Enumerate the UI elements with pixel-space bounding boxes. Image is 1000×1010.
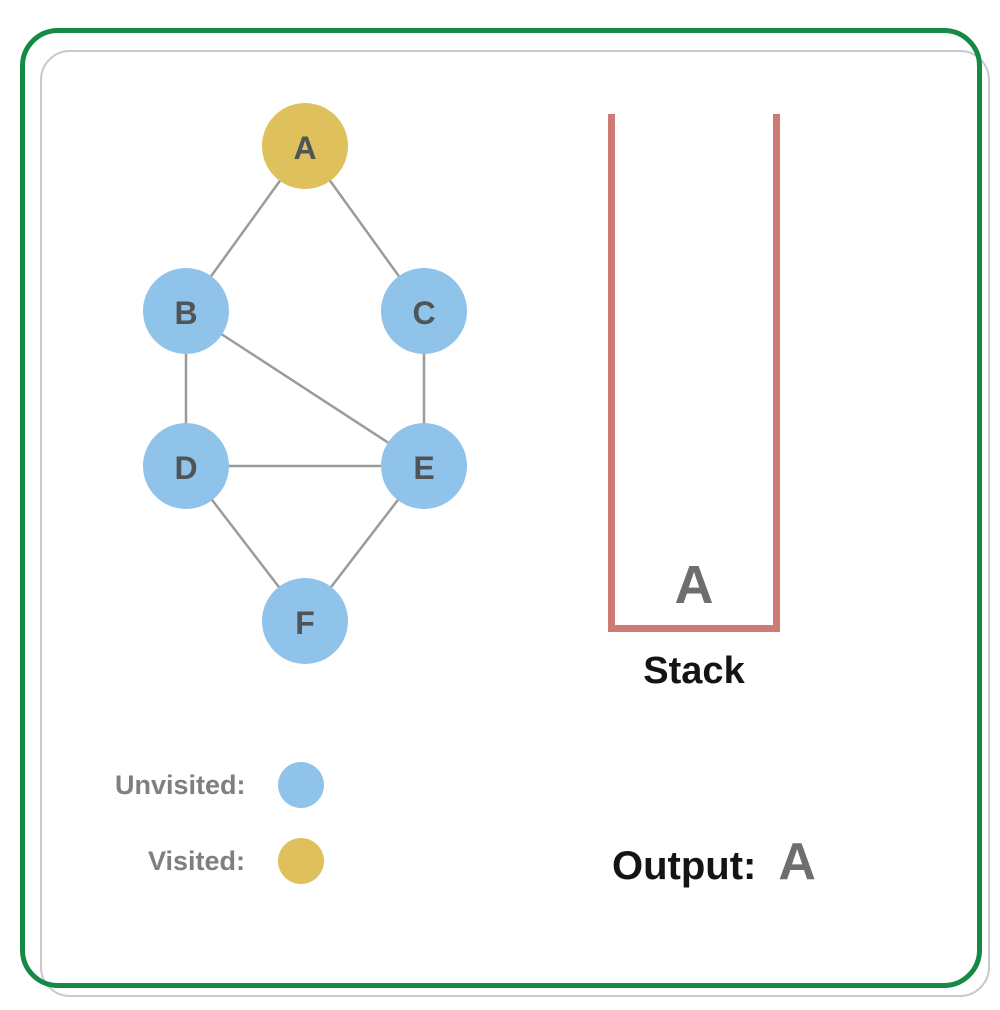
- graph-node-D: D: [143, 423, 229, 509]
- legend-row-unvisited: Unvisited:: [115, 762, 324, 808]
- graph-node-F: F: [262, 578, 348, 664]
- graph-edge-B-E: [185, 309, 425, 468]
- graph-node-circle-D: [143, 423, 229, 509]
- legend-unvisited-label: Unvisited:: [115, 769, 246, 800]
- graph-node-label-F: F: [295, 605, 315, 641]
- graph-node-E: E: [381, 423, 467, 509]
- stack-item-A: A: [674, 555, 714, 615]
- card-shadow: [40, 50, 990, 997]
- graph-node-circle-B: [143, 268, 229, 354]
- graph-node-circle-A: [262, 103, 348, 189]
- unvisited-node-swatch: [278, 762, 324, 808]
- graph-node-circle-F: [262, 578, 348, 664]
- legend-visited-label: Visited:: [147, 845, 245, 876]
- graph-node-C: C: [381, 268, 467, 354]
- graph-node-label-B: B: [174, 295, 197, 331]
- graph-node-circle-E: [381, 423, 467, 509]
- output-row: Output: A: [612, 832, 816, 892]
- graph-node-circle-C: [381, 268, 467, 354]
- graph-node-label-E: E: [413, 450, 434, 486]
- visited-node-swatch: [278, 838, 324, 884]
- output-label: Output:: [612, 844, 757, 888]
- graph-node-label-D: D: [174, 450, 197, 486]
- stack-label: Stack: [643, 650, 745, 692]
- graph-node-A: A: [262, 103, 348, 189]
- output-value: A: [778, 833, 816, 891]
- graph-node-label-A: A: [293, 130, 316, 166]
- legend-row-visited: Visited:: [115, 838, 324, 884]
- graph-node-B: B: [143, 268, 229, 354]
- stack-container: A: [608, 114, 780, 632]
- graph-node-label-C: C: [412, 295, 435, 331]
